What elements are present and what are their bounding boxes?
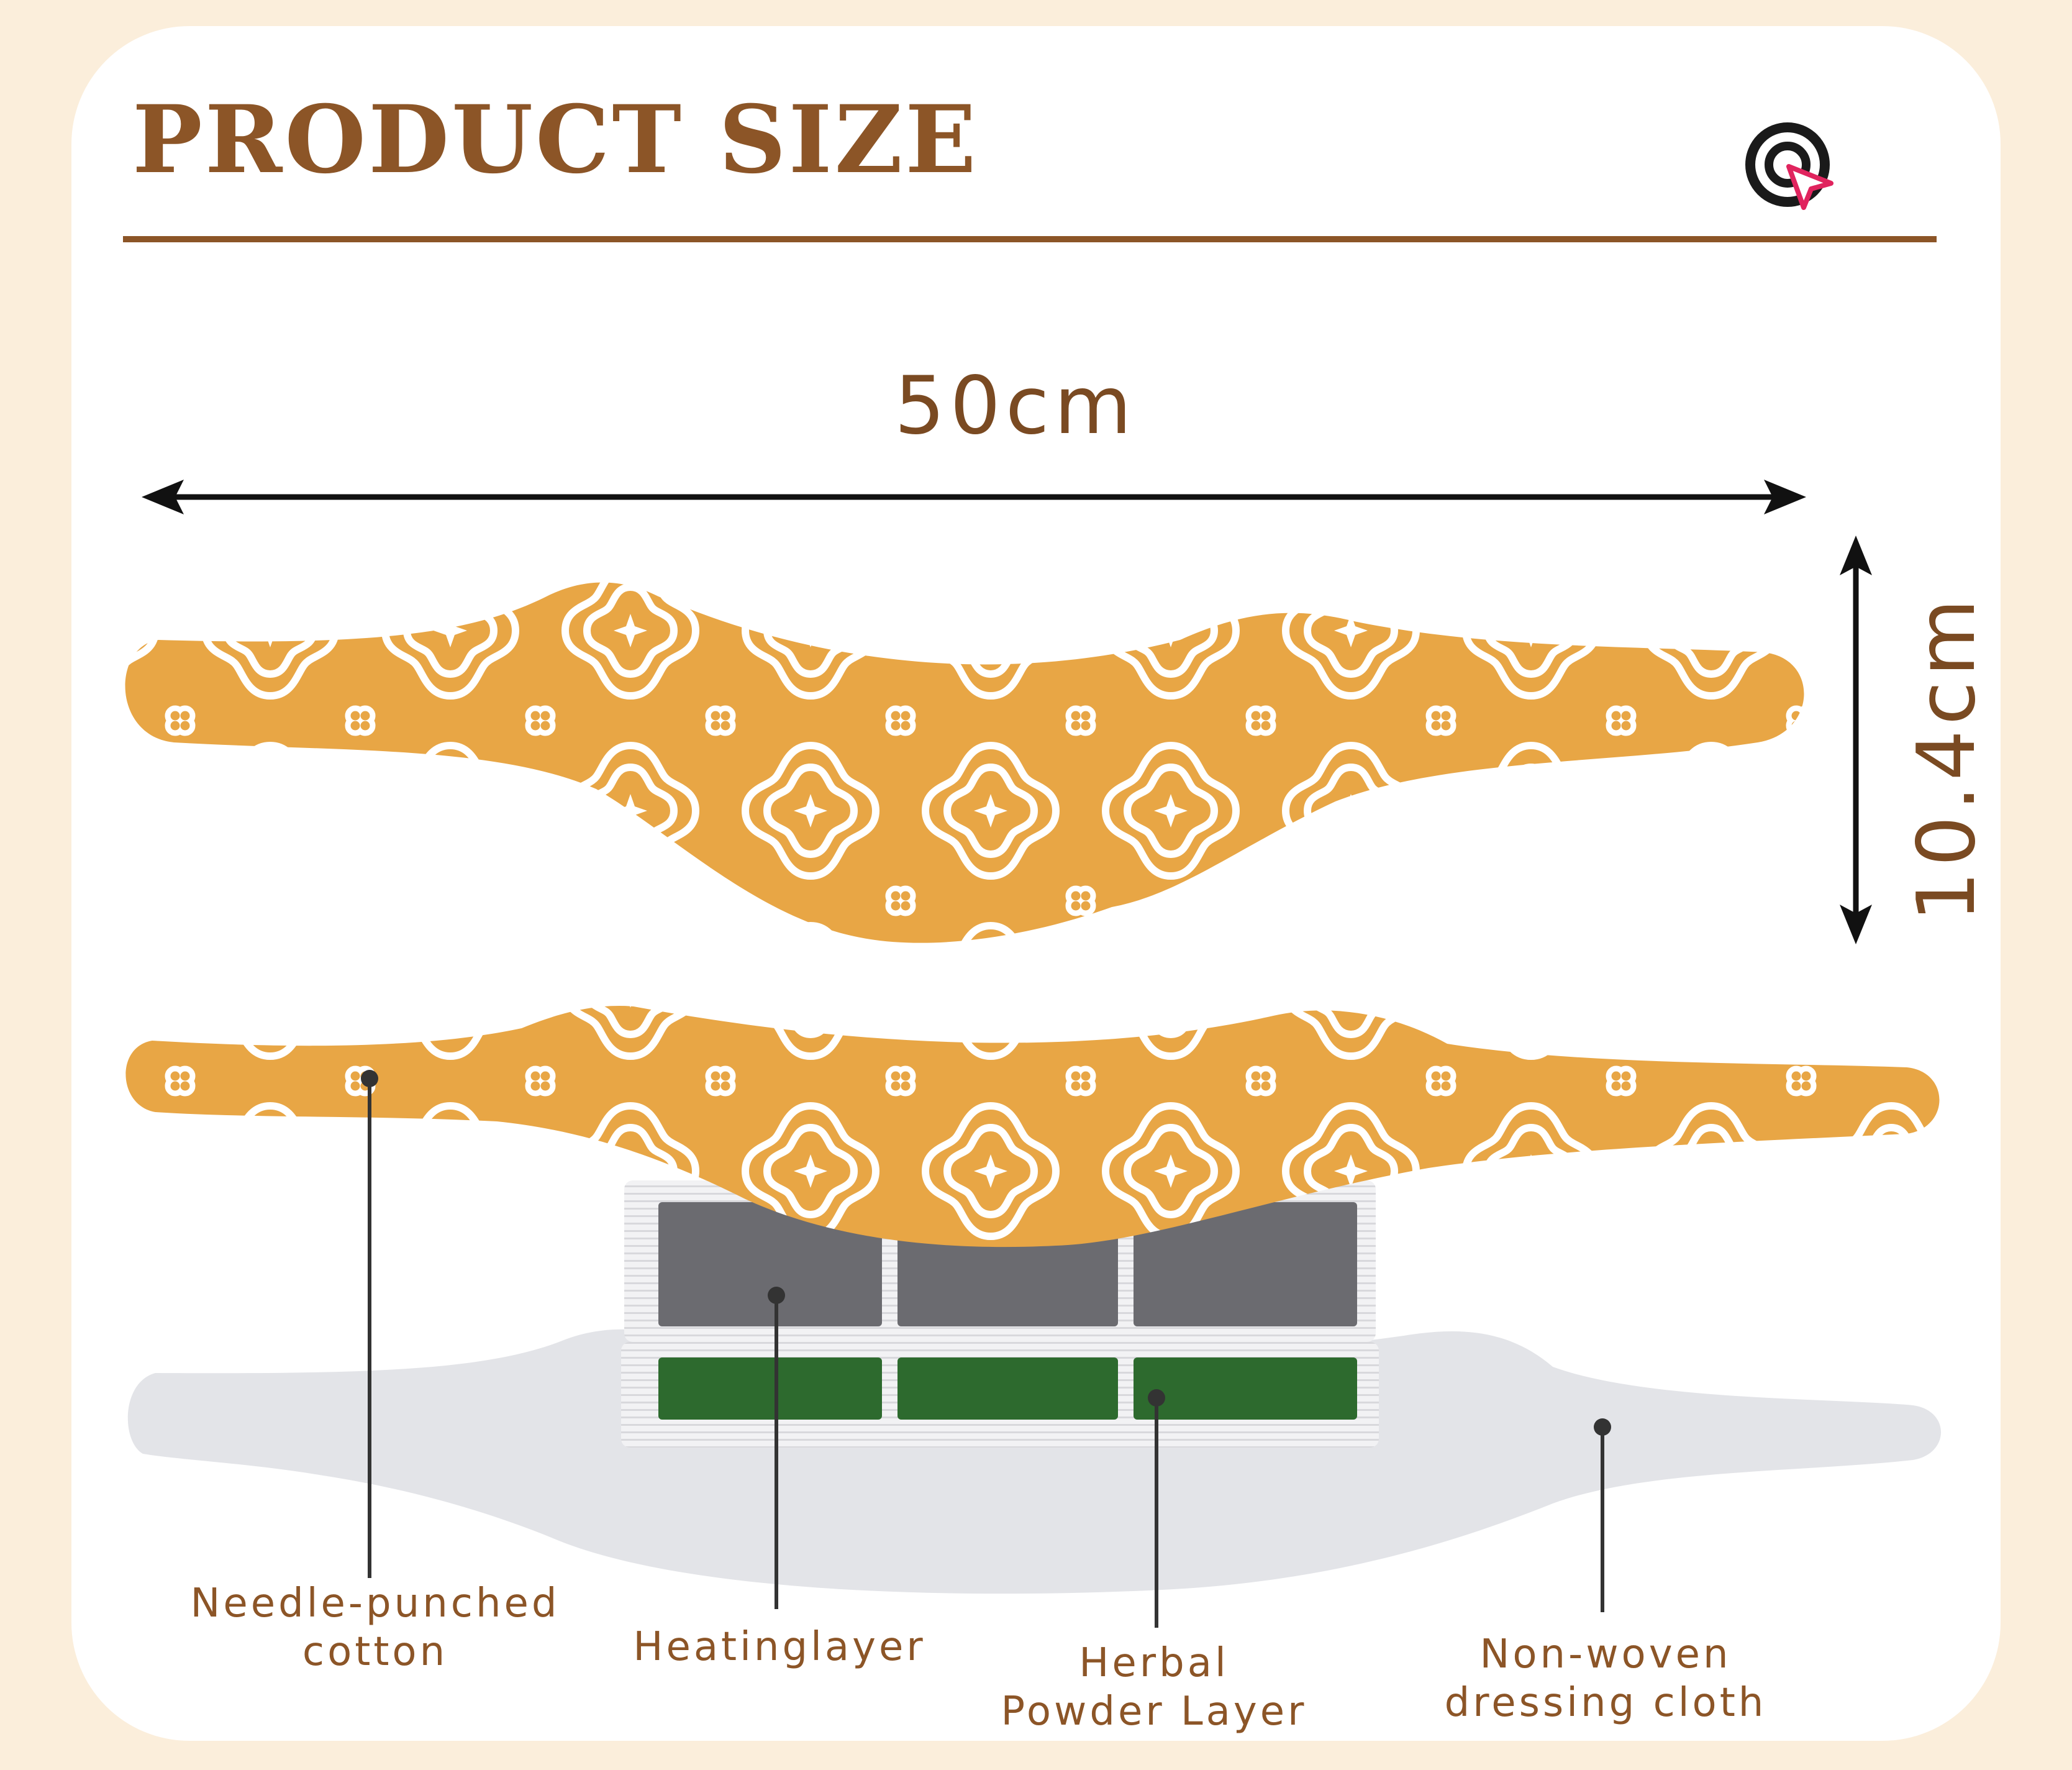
label-needle-punched-cotton: Needle-punched cotton bbox=[191, 1579, 560, 1676]
top-patch bbox=[125, 582, 1804, 943]
label-line-2: Powder Layer bbox=[1001, 1689, 1307, 1735]
page-title: PRODUCT SIZE bbox=[132, 85, 979, 194]
callout-herbal-powder-layer bbox=[1148, 1389, 1165, 1628]
label-line-1: Herbal bbox=[1079, 1640, 1229, 1686]
callout-dressing-cloth bbox=[1594, 1418, 1611, 1612]
callout-needle-punched-cotton bbox=[361, 1070, 378, 1578]
label-dressing-cloth: Non-woven dressing cloth bbox=[1445, 1630, 1767, 1727]
title-divider bbox=[123, 236, 1937, 242]
height-dimension-arrow bbox=[1840, 536, 1872, 944]
label-heating-layer: Heatinglayer bbox=[633, 1623, 925, 1671]
label-line-1: Heatinglayer bbox=[633, 1624, 926, 1670]
target-cursor-icon bbox=[1745, 122, 1833, 210]
label-herbal-powder-layer: Herbal Powder Layer bbox=[1001, 1639, 1307, 1736]
label-line-2: dressing cloth bbox=[1444, 1680, 1767, 1727]
label-line-1: Non-woven bbox=[1479, 1631, 1732, 1677]
width-dimension-arrow bbox=[142, 480, 1806, 514]
label-line-2: cotton bbox=[302, 1629, 448, 1676]
label-line-1: Needle-punched bbox=[190, 1581, 560, 1626]
dressing-cloth-layer bbox=[127, 1329, 1941, 1594]
exploded-patch bbox=[125, 1006, 1940, 1248]
inner-layer-block bbox=[621, 1180, 1379, 1448]
width-dimension-label: 50cm bbox=[894, 360, 1137, 452]
callout-heating-layer bbox=[768, 1287, 785, 1609]
